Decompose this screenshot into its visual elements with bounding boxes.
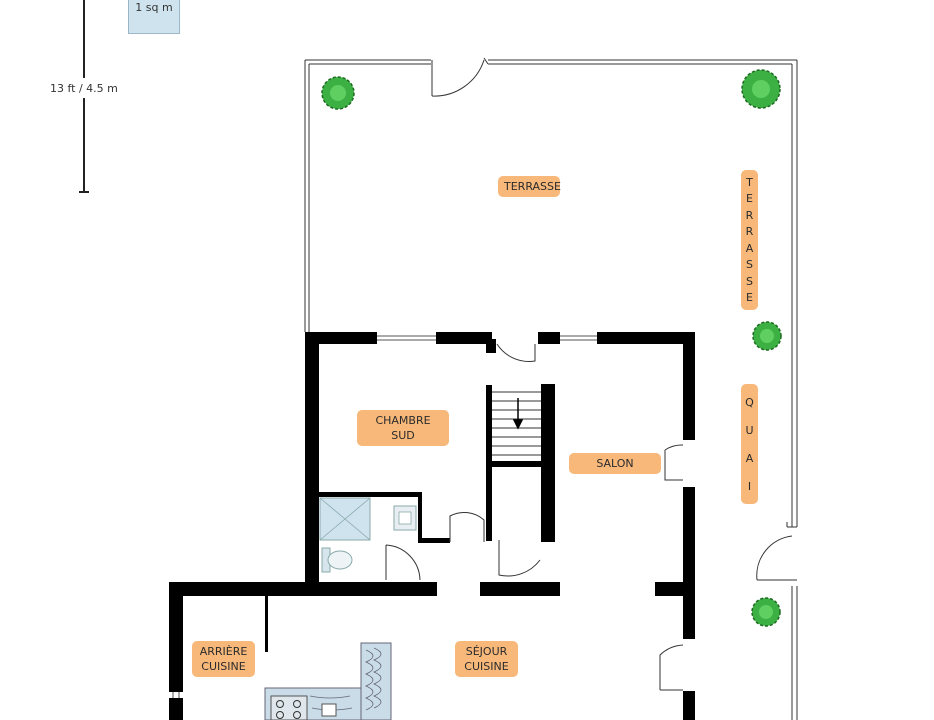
vertical-letter: E: [746, 192, 753, 206]
room-label-arriere-cuisine: ARRIÈRE CUISINE: [192, 641, 255, 677]
windows: [172, 335, 597, 698]
room-label-sejour-cuisine: SÉJOUR CUISINE: [455, 641, 518, 677]
scale-length-label: 13 ft / 4.5 m: [50, 82, 118, 95]
vertical-letter: E: [746, 291, 753, 305]
stairs-arrow-icon: [512, 398, 524, 430]
plant-icon: [751, 597, 781, 627]
vertical-letter: Q: [745, 395, 754, 409]
vertical-letter: T: [746, 175, 753, 189]
plant-icon: [321, 76, 355, 110]
scale-area-label: 1 sq m: [135, 1, 173, 14]
toilet-icon: [321, 547, 353, 573]
stove-icon: [270, 695, 308, 720]
arriere-cuisine-line1: ARRIÈRE: [199, 645, 248, 658]
vertical-letter: R: [745, 225, 754, 239]
terrace-door-right: [756, 535, 797, 581]
vertical-letter: S: [746, 258, 753, 272]
sejour-cuisine-line2: CUISINE: [464, 660, 509, 673]
vertical-letter: S: [746, 274, 753, 288]
stairs: [492, 391, 541, 456]
plant-icon: [741, 69, 781, 109]
plant-icon: [752, 321, 782, 351]
room-label-chambre-sud: CHAMBRE SUD: [357, 410, 449, 446]
scale-area-swatch: 1 sq m: [128, 0, 180, 34]
interior-doors: [385, 343, 684, 691]
sink-icon: [393, 505, 417, 531]
vertical-letter: U: [745, 423, 754, 437]
vertical-letter: A: [745, 241, 754, 255]
vertical-letter: A: [745, 451, 754, 465]
room-label-salon: SALON: [569, 453, 661, 474]
terrace-door-top: [431, 57, 489, 97]
walls: [169, 332, 695, 720]
vertical-letter: I: [747, 479, 752, 493]
shower-icon: [319, 497, 371, 541]
scale-bar: [79, 0, 89, 193]
terrace-outline: [304, 59, 798, 720]
arriere-cuisine-line2: CUISINE: [201, 660, 246, 673]
kitchen-sink-icon: [321, 703, 337, 717]
vertical-letter: R: [745, 208, 754, 222]
room-label-terrasse: TERRASSE: [498, 176, 561, 197]
sejour-cuisine-line1: SÉJOUR: [465, 645, 508, 658]
